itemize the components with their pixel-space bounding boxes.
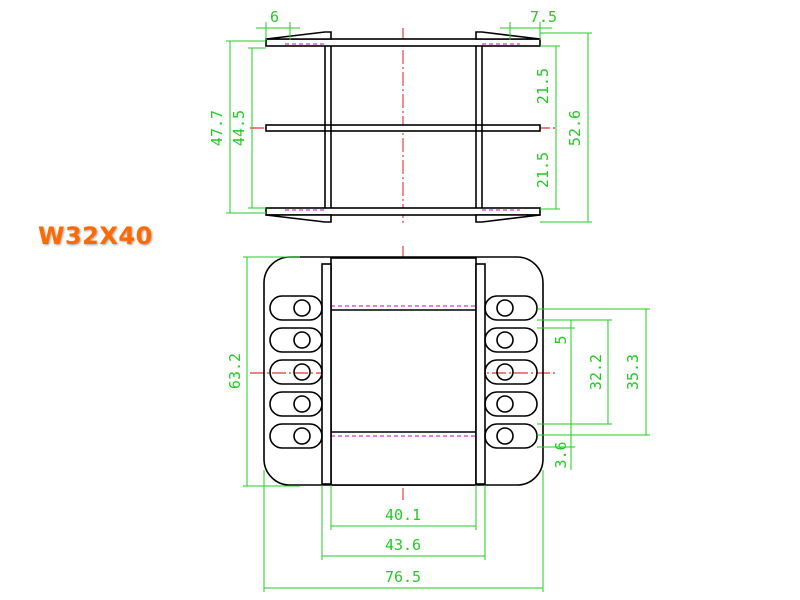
pin-slot: [484, 327, 538, 353]
dim-outer-height: 47.7: [208, 110, 226, 146]
pin-slot: [484, 423, 538, 449]
pin-slot: [484, 391, 538, 417]
dim-overall-width: 76.5: [385, 568, 421, 586]
top-flange: [265, 38, 541, 47]
dim-lower-half: 21.5: [534, 152, 552, 188]
dim-core-inner: 40.1: [385, 506, 421, 524]
pin-hole: [293, 363, 311, 381]
pin-slot: [269, 391, 323, 417]
pin-hole: [293, 331, 311, 349]
dim-slot: 5: [552, 335, 570, 344]
pin-hole: [496, 395, 514, 413]
pin-hole: [496, 363, 514, 381]
dim-pin-span: 32.2: [587, 354, 605, 390]
pin-slot: [484, 295, 538, 321]
front-view: 63.2 5 32.2 35.3 3.6 40.1 43.6 76.5: [226, 246, 650, 592]
dim-flange-right: 7.5: [530, 8, 557, 26]
dim-flange-left: 6: [270, 8, 279, 26]
dim-front-height: 63.2: [226, 353, 244, 389]
right-pin-slots: [484, 295, 538, 449]
right-flange-wall: [475, 263, 486, 485]
dim-core-outer: 43.6: [385, 536, 421, 554]
dim-total-height: 52.6: [566, 110, 584, 146]
pin-slot: [269, 359, 323, 385]
pin-slot: [269, 295, 323, 321]
top-view: 6 7.5 47.7 44.5 21.5 21.5 52.6: [208, 8, 592, 225]
pin-hole: [496, 331, 514, 349]
dim-pin-offset: 3.6: [552, 441, 570, 468]
pin-hole: [496, 299, 514, 317]
bottom-right-clip: [475, 214, 541, 223]
pin-hole: [293, 395, 311, 413]
pin-hole: [293, 427, 311, 445]
bottom-left-clip: [265, 214, 332, 223]
left-flange-wall: [321, 263, 332, 485]
pin-hole: [293, 299, 311, 317]
pin-hole: [496, 427, 514, 445]
bottom-flange: [265, 207, 541, 216]
dim-pin-outer: 35.3: [624, 354, 642, 390]
pin-slot: [269, 327, 323, 353]
model-title: W32X40: [38, 222, 153, 250]
top-left-clip: [265, 31, 332, 40]
dim-inner-height: 44.5: [230, 110, 248, 146]
middle-flange: [265, 124, 541, 132]
core-window: [330, 257, 477, 486]
left-pin-slots: [269, 295, 323, 449]
pin-slot: [484, 359, 538, 385]
pin-slot: [269, 423, 323, 449]
dim-upper-half: 21.5: [534, 68, 552, 104]
top-right-clip: [475, 31, 541, 40]
